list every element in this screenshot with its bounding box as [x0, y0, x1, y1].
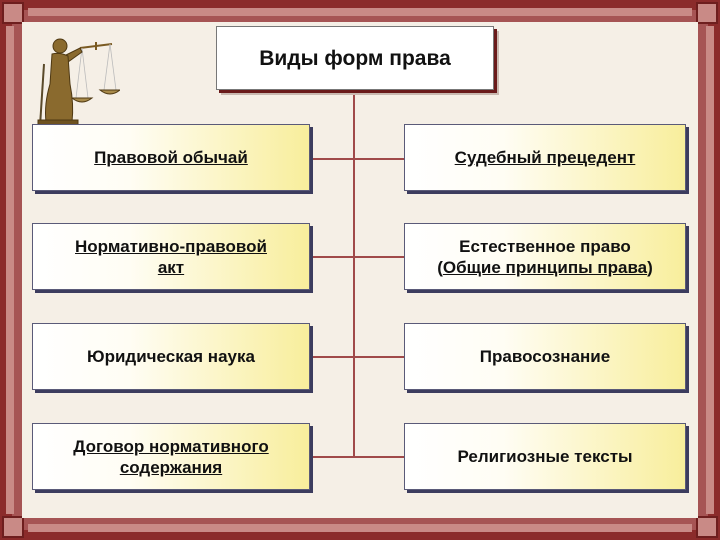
- themis-statue-icon: [37, 38, 120, 129]
- form-label-segment: Правовой обычай: [94, 148, 248, 167]
- frame-rail-bottom: [28, 524, 692, 532]
- form-label: Естественное право (Общие принципы права): [437, 236, 653, 278]
- frame-corner: [2, 2, 24, 24]
- form-label-segment: Общие принципы права: [442, 257, 648, 277]
- form-box-right: Естественное право (Общие принципы права): [404, 223, 686, 290]
- form-label-segment: (: [437, 257, 443, 277]
- form-label-segment: Договор нормативного: [73, 436, 269, 456]
- form-label: Правовой обычай: [94, 147, 248, 168]
- frame-corner: [696, 516, 718, 538]
- connector-trunk: [353, 90, 355, 456]
- form-box-right: Религиозные тексты: [404, 423, 686, 490]
- connector-branch: [311, 456, 404, 458]
- form-label-segment: Естественное право: [459, 236, 631, 256]
- form-label: Религиозные тексты: [457, 446, 632, 467]
- form-label-segment: содержания: [119, 457, 223, 477]
- form-box-right: Правосознание: [404, 323, 686, 390]
- diagram-title: Виды форм права: [216, 26, 494, 90]
- frame-rail-right: [706, 26, 714, 514]
- form-label: Правосознание: [480, 346, 610, 367]
- form-box-left: Юридическая наука: [32, 323, 310, 390]
- connector-branch: [311, 256, 404, 258]
- frame-rail-top: [28, 8, 692, 16]
- form-label-segment: ): [647, 257, 653, 277]
- connector-branch: [311, 356, 404, 358]
- form-label-segment: Юридическая наука: [87, 347, 255, 366]
- form-box-right: Судебный прецедент: [404, 124, 686, 191]
- form-label-segment: Религиозные тексты: [457, 447, 633, 466]
- form-label-segment: акт: [157, 257, 185, 277]
- form-label-segment: Судебный прецедент: [454, 148, 636, 167]
- frame-rail-left: [6, 26, 14, 514]
- form-label: Юридическая наука: [87, 346, 255, 367]
- frame-corner: [2, 516, 24, 538]
- form-label: Судебный прецедент: [455, 147, 636, 168]
- form-label-segment: Правосознание: [479, 347, 611, 366]
- form-box-left: Правовой обычай: [32, 124, 310, 191]
- form-label-segment: Нормативно-правовой: [75, 236, 267, 256]
- connector-branch: [311, 158, 404, 160]
- frame-corner: [696, 2, 718, 24]
- diagram-title-text: Виды форм права: [259, 46, 451, 70]
